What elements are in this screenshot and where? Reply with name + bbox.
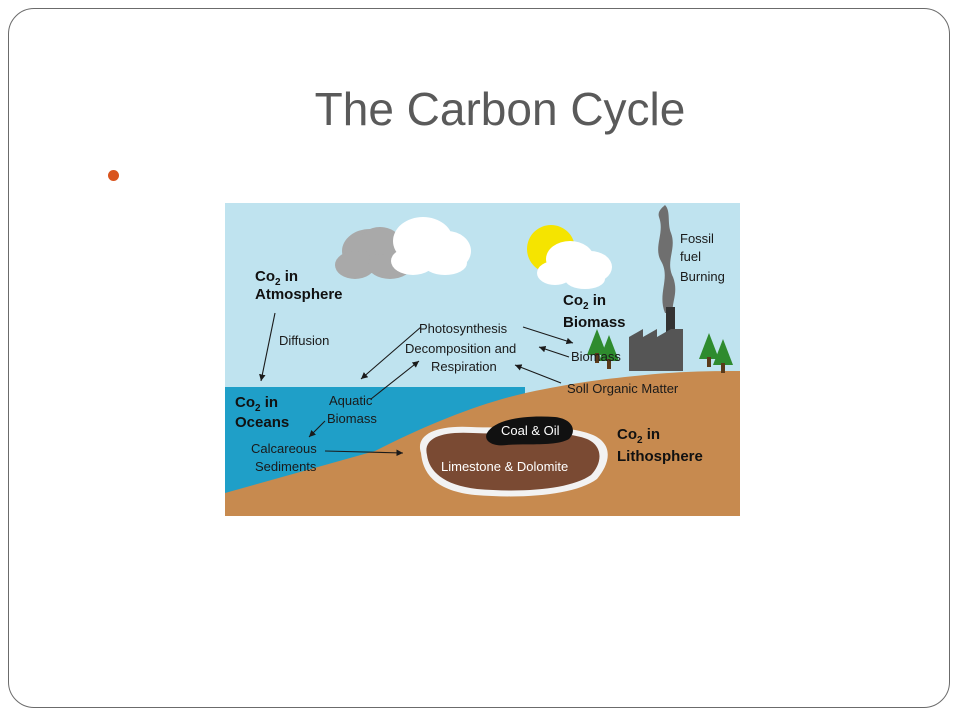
tree-icon	[587, 329, 733, 373]
aquatic-label-line1: Aquatic	[329, 393, 373, 408]
factory-icon	[629, 307, 683, 371]
carbon-cycle-diagram: Co2 in Atmosphere Diffusion Co2 in Bioma…	[225, 203, 740, 516]
rock-deposit	[419, 426, 608, 497]
cycle-arrows	[259, 312, 574, 457]
fossil-label-line3: Burning	[680, 269, 725, 284]
diffusion-label: Diffusion	[279, 333, 329, 348]
photosynthesis-label: Photosynthesis	[419, 321, 508, 336]
co2-biomass-label: Co2 in	[563, 292, 606, 312]
aquatic-label-line2: Biomass	[327, 411, 377, 426]
co2-oceans-label-line2: Oceans	[235, 414, 289, 431]
coal-oil-label: Coal & Oil	[501, 423, 560, 438]
sun-cloud-icon	[537, 241, 612, 289]
biomass-small-label: Biomass	[571, 349, 621, 364]
white-cloud-icon	[391, 217, 471, 275]
decomposition-label: Decomposition and	[405, 341, 516, 356]
fossil-label-line1: Fossil	[680, 231, 714, 246]
smoke-icon	[658, 205, 676, 313]
limestone-label: Limestone & Dolomite	[441, 459, 568, 474]
fossil-label-line2: fuel	[680, 249, 701, 264]
co2-lithosphere-label: Co2 in	[617, 426, 660, 446]
respiration-label: Respiration	[431, 359, 497, 374]
co2-biomass-label-line2: Biomass	[563, 314, 626, 331]
co2-oceans-label: Co2 in	[235, 394, 278, 414]
co2-atmosphere-label-line2: Atmosphere	[255, 286, 343, 303]
calcareous-label-line2: Sediments	[255, 459, 317, 474]
bullet-point	[108, 170, 119, 181]
slide-title: The Carbon Cycle	[314, 83, 686, 135]
co2-atmosphere-label: Co2 in	[255, 268, 298, 288]
co2-lithosphere-label-line2: Lithosphere	[617, 448, 703, 465]
calcareous-label-line1: Calcareous	[251, 441, 317, 456]
coal-oil-deposit	[486, 416, 573, 446]
soil-organic-matter-label: Soll Organic Matter	[567, 381, 679, 396]
carbon-cycle-illustration: Co2 in Atmosphere Diffusion Co2 in Bioma…	[225, 203, 740, 516]
